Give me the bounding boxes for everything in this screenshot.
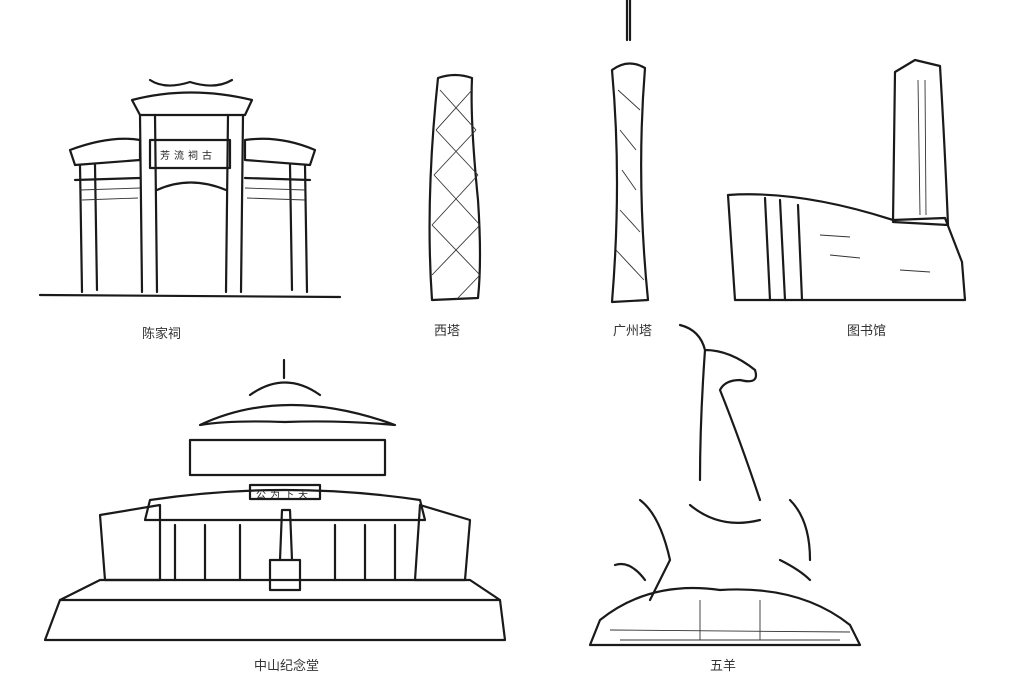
label-canton-tower: 广州塔 <box>613 324 653 339</box>
library-drawing <box>726 58 967 302</box>
west-tower-drawing <box>428 73 482 302</box>
label-chen-clan-hall: 陈家祠 <box>142 327 182 342</box>
label-west-tower: 西塔 <box>434 324 461 339</box>
label-library: 图书馆 <box>847 324 887 339</box>
chen-clan-sign: 古祠流芳 <box>160 151 216 162</box>
five-rams-statue-drawing <box>588 323 862 647</box>
chen-clan-hall-drawing <box>38 78 342 299</box>
canton-tower-drawing <box>610 0 650 304</box>
sun-yat-sen-memorial-hall-drawing <box>43 358 507 642</box>
label-sun-yat-sen-memorial-hall: 中山纪念堂 <box>254 659 320 674</box>
memorial-hall-sign: 天下为公 <box>256 490 312 501</box>
label-five-rams: 五羊 <box>710 659 737 674</box>
